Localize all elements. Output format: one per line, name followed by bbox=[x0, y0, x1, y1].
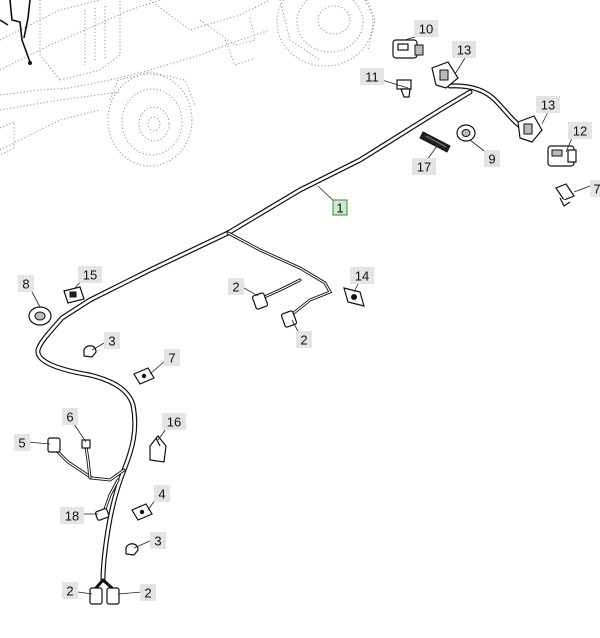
callout-17: 17 bbox=[412, 158, 436, 175]
callout-3-upper: 3 bbox=[104, 332, 120, 349]
svg-text:3: 3 bbox=[154, 534, 161, 549]
part-14-bracket bbox=[343, 287, 365, 307]
svg-text:2: 2 bbox=[232, 280, 239, 295]
svg-text:10: 10 bbox=[419, 22, 433, 37]
part-2-connector-bottom-right bbox=[106, 587, 120, 605]
callout-16: 16 bbox=[162, 413, 186, 430]
svg-text:1: 1 bbox=[336, 201, 343, 216]
svg-text:16: 16 bbox=[167, 415, 181, 430]
part-3-clip-lower bbox=[125, 543, 139, 556]
callout-2-mid-upper: 2 bbox=[228, 278, 244, 295]
callout-5: 5 bbox=[14, 434, 30, 451]
svg-text:11: 11 bbox=[365, 70, 379, 85]
svg-text:18: 18 bbox=[65, 509, 79, 524]
svg-text:9: 9 bbox=[488, 152, 495, 167]
part-15-bracket bbox=[63, 286, 85, 304]
part-16-bracket bbox=[149, 435, 167, 463]
part-13-connector-lower bbox=[517, 115, 543, 143]
part-7-clip bbox=[133, 367, 155, 385]
callout-2-bottom-left: 2 bbox=[62, 582, 78, 599]
svg-text:13: 13 bbox=[457, 43, 471, 58]
svg-text:17: 17 bbox=[417, 160, 431, 175]
svg-text:2: 2 bbox=[66, 584, 73, 599]
callout-15: 15 bbox=[78, 266, 102, 283]
callout-2-mid-lower: 2 bbox=[296, 331, 312, 348]
part-2-connector-mid-upper bbox=[251, 292, 269, 310]
svg-text:7: 7 bbox=[168, 351, 175, 366]
machine-outline bbox=[0, 0, 376, 167]
svg-text:13: 13 bbox=[541, 98, 555, 113]
callout-7: 7 bbox=[164, 349, 180, 366]
part-7-clip-right bbox=[555, 183, 575, 207]
callout-13-upper: 13 bbox=[452, 41, 476, 58]
part-13-connector-upper bbox=[431, 61, 459, 89]
callout-13-lower: 13 bbox=[536, 96, 560, 113]
part-11-bracket bbox=[396, 79, 412, 98]
svg-text:3: 3 bbox=[108, 334, 115, 349]
svg-text:2: 2 bbox=[144, 586, 151, 601]
callout-11: 11 bbox=[360, 68, 384, 85]
callout-2-bottom-right: 2 bbox=[140, 584, 156, 601]
callout-10: 10 bbox=[414, 20, 438, 37]
part-17-sleeve bbox=[419, 131, 451, 153]
part-2-connector-bottom-left bbox=[89, 587, 103, 605]
part-4-clip bbox=[131, 503, 153, 521]
part-10-connector bbox=[392, 39, 424, 59]
svg-text:5: 5 bbox=[18, 436, 25, 451]
callout-18: 18 bbox=[60, 507, 84, 524]
part-3-clip-upper bbox=[83, 345, 97, 358]
svg-text:2: 2 bbox=[300, 333, 307, 348]
part-2-connector-mid-lower bbox=[280, 310, 298, 328]
svg-text:12: 12 bbox=[573, 124, 587, 139]
callout-7-right: 7 bbox=[590, 180, 600, 197]
part-18-connector bbox=[94, 508, 110, 521]
callout-4: 4 bbox=[154, 485, 170, 502]
callout-8: 8 bbox=[18, 275, 34, 292]
callout-14: 14 bbox=[350, 267, 374, 284]
svg-text:14: 14 bbox=[355, 269, 369, 284]
callout-3-lower: 3 bbox=[150, 532, 166, 549]
part-5-connector bbox=[47, 437, 61, 453]
callout-12: 12 bbox=[568, 122, 592, 139]
svg-text:15: 15 bbox=[83, 268, 97, 283]
part-8-grommet bbox=[28, 306, 52, 326]
callout-1: 1 bbox=[332, 199, 348, 216]
part-12-connector bbox=[547, 145, 577, 167]
svg-text:4: 4 bbox=[158, 487, 165, 502]
svg-text:7: 7 bbox=[593, 182, 600, 197]
main-harness bbox=[35, 83, 523, 590]
callout-6: 6 bbox=[62, 408, 78, 425]
part-6-connector bbox=[81, 439, 91, 449]
svg-text:8: 8 bbox=[22, 277, 29, 292]
svg-text:6: 6 bbox=[66, 410, 73, 425]
part-9-grommet bbox=[456, 124, 476, 142]
callout-9: 9 bbox=[484, 150, 500, 167]
